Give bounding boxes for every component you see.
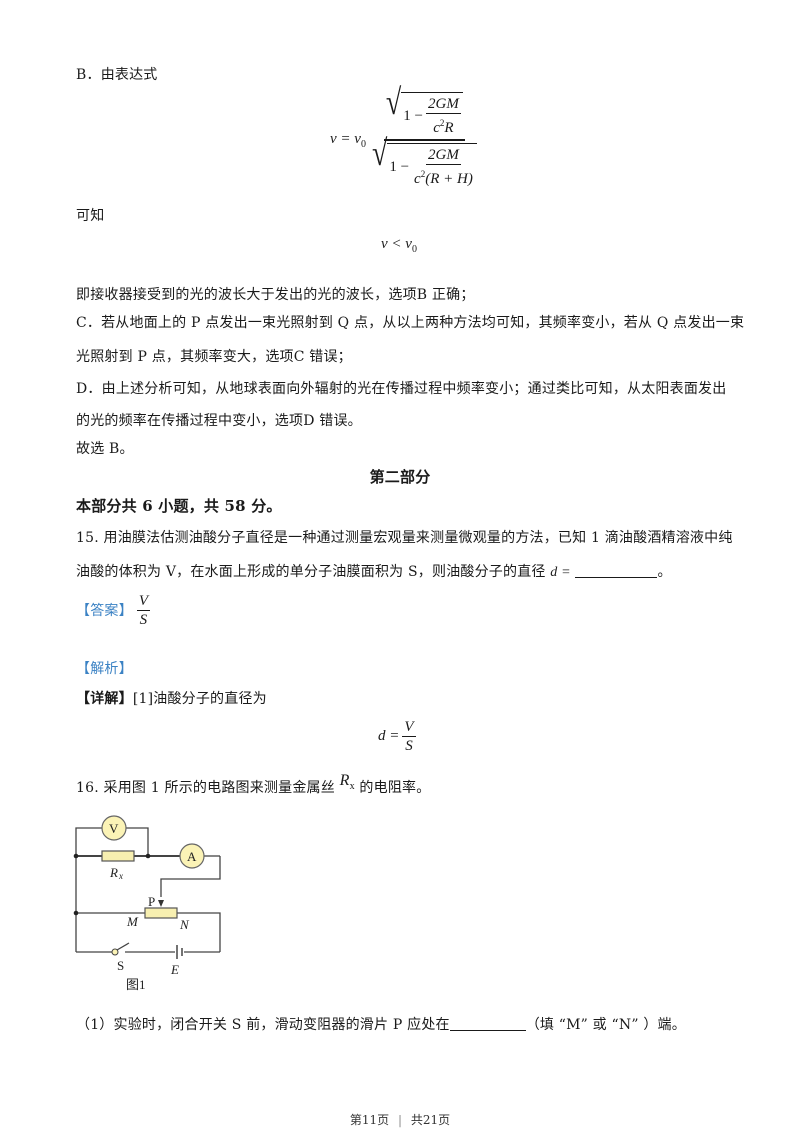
q16-part1: （1）实验时，闭合开关 S 前，滑动变阻器的滑片 P 应处在（填 “M” 或 “… xyxy=(76,1016,686,1033)
detail-text: [1]油酸分子的直径为 xyxy=(132,691,267,707)
q16-part1-blank xyxy=(449,1016,526,1031)
detail-formula: d = V S xyxy=(378,719,416,754)
formula-lhs: ν = ν0 xyxy=(330,130,366,150)
page-total: 共21页 xyxy=(410,1113,451,1127)
q15-answer-blank xyxy=(575,563,658,578)
resistor-rx-icon xyxy=(101,850,135,862)
q15-line1: 15. 用油膜法估测油酸分子直径是一种通过测量宏观量来测量微观量的方法，已知 1… xyxy=(76,530,733,546)
voltmeter-icon xyxy=(101,815,127,841)
circuit-diagram: V A R x P M N S E 图1 xyxy=(73,815,221,992)
end-n-label: N xyxy=(179,917,190,932)
page-footer: 第11页 | 共21页 xyxy=(349,1113,451,1127)
option-b-intro: B．由表达式 xyxy=(76,67,158,83)
answer-fraction: V S xyxy=(136,593,151,628)
q16-text: 16. 采用图 1 所示的电路图来测量金属丝 Rx 的电阻率。 xyxy=(76,772,431,796)
analysis-label: 【解析】 xyxy=(76,661,133,677)
rx-label: R xyxy=(109,865,118,880)
formula-frequency-ratio: ν = ν0 √ 1 − 2GM c2R √ 1 − 2G xyxy=(330,85,479,188)
section-subtitle: 本部分共 6 小题，共 58 分。 xyxy=(76,497,282,515)
page-current: 第11页 xyxy=(349,1113,390,1127)
answer-label: 【答案】 xyxy=(76,602,133,619)
rheostat-icon xyxy=(144,907,178,919)
option-b-conclusion: 即接收器接受到的光的波长大于发出的光的波长，选项B 正确； xyxy=(76,287,475,303)
detail-row: 【详解】[1]油酸分子的直径为 xyxy=(76,690,267,708)
q15-line2: 油酸的体积为 V，在水面上形成的单分子油膜面积为 S，则油酸分子的直径 d = … xyxy=(76,563,672,580)
section-title: 第二部分 xyxy=(369,468,431,486)
numerator-sqrt: √ 1 − 2GM c2R xyxy=(386,85,463,137)
answer-row: 【答案】 V S xyxy=(76,592,151,629)
switch-label: S xyxy=(117,958,124,973)
battery-label: E xyxy=(170,962,179,977)
slider-label: P xyxy=(148,894,155,909)
option-c-line1: C．若从地面上的 P 点发出一束光照射到 Q 点，从以上两种方法均可知，其频率变… xyxy=(76,315,745,331)
ammeter-label: A xyxy=(187,849,197,864)
keyi-label: 可知 xyxy=(76,208,105,224)
final-choice: 故选 B。 xyxy=(76,441,134,457)
formula-inequality: ν < ν0 xyxy=(381,236,417,255)
ammeter-icon xyxy=(179,843,205,869)
option-c-line2: 光照射到 P 点，其频率变大，选项C 错误； xyxy=(76,349,352,365)
option-d-line2: 的光的频率在传播过程中变小，选项D 错误。 xyxy=(76,413,362,429)
formula-main-fraction: √ 1 − 2GM c2R √ 1 − 2GM c2(R + H) xyxy=(370,85,479,188)
option-d-line1: D．由上述分析可知，从地球表面向外辐射的光在传播过程中频率变小；通过类比可知，从… xyxy=(76,381,727,397)
svg-text:x: x xyxy=(118,871,123,881)
rx-symbol: Rx xyxy=(339,772,355,792)
end-m-label: M xyxy=(126,914,139,929)
denominator-sqrt: √ 1 − 2GM c2(R + H) xyxy=(372,136,477,188)
voltmeter-label: V xyxy=(109,821,119,836)
figure-caption: 图1 xyxy=(126,977,146,992)
detail-label: 【详解】 xyxy=(76,691,133,707)
